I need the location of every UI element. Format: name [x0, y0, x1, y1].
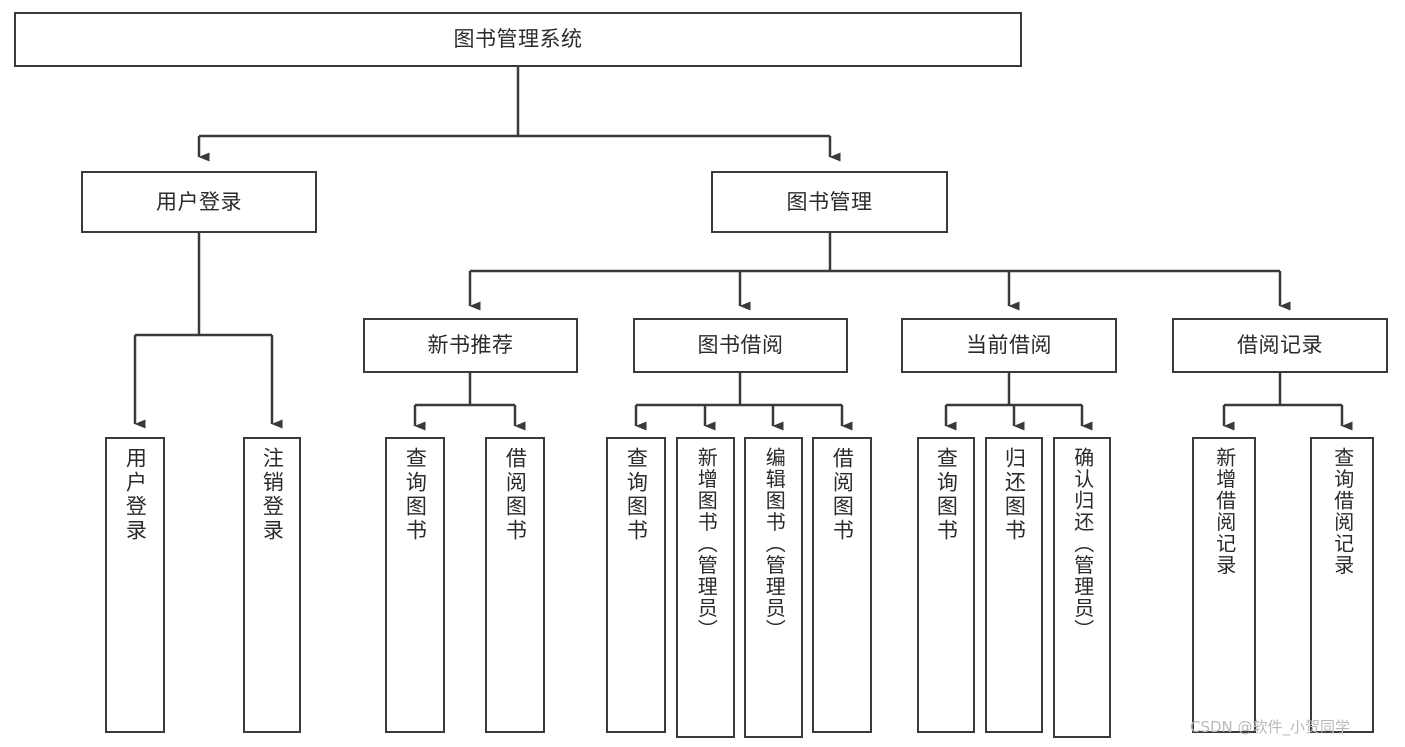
- node-book-manage[interactable]: 图书管理: [711, 171, 948, 233]
- node-leaf-confirm-return-label: 确认归还（管理员）: [1070, 447, 1095, 641]
- node-book-borrow-label: 图书借阅: [697, 333, 784, 357]
- node-current-borrow-label: 当前借阅: [966, 333, 1052, 357]
- node-leaf-confirm-return[interactable]: 确认归还（管理员）: [1053, 437, 1111, 738]
- node-leaf-user-login-label: 用户登录: [123, 447, 148, 543]
- watermark-text: CSDN @软件_小贺同学: [1190, 718, 1351, 736]
- node-leaf-borrow-book-2-label: 借阅图书: [830, 447, 855, 543]
- node-leaf-logout-login[interactable]: 注销登录: [243, 437, 301, 733]
- node-root[interactable]: 图书管理系统: [14, 12, 1022, 67]
- node-leaf-borrow-book-2[interactable]: 借阅图书: [812, 437, 872, 733]
- node-leaf-add-borrow-record-label: 新增借阅记录: [1212, 447, 1237, 576]
- node-user-login[interactable]: 用户登录: [81, 171, 317, 233]
- node-root-label: 图书管理系统: [453, 27, 583, 51]
- node-leaf-user-login[interactable]: 用户登录: [105, 437, 165, 733]
- node-user-login-label: 用户登录: [156, 189, 242, 214]
- node-leaf-query-book-2[interactable]: 查询图书: [606, 437, 666, 733]
- node-book-manage-label: 图书管理: [786, 189, 873, 214]
- node-leaf-query-book-3[interactable]: 查询图书: [917, 437, 975, 733]
- node-leaf-query-book-3-label: 查询图书: [934, 447, 959, 543]
- node-leaf-add-book-label: 新增图书（管理员）: [694, 447, 719, 641]
- node-leaf-borrow-book-1-label: 借阅图书: [503, 447, 528, 543]
- node-leaf-edit-book-label: 编辑图书（管理员）: [762, 447, 787, 641]
- node-borrow-record[interactable]: 借阅记录: [1172, 318, 1388, 373]
- node-borrow-record-label: 借阅记录: [1237, 333, 1323, 357]
- node-leaf-add-book[interactable]: 新增图书（管理员）: [676, 437, 735, 738]
- node-leaf-query-book-1-label: 查询图书: [403, 447, 428, 543]
- node-leaf-query-borrow-record[interactable]: 查询借阅记录: [1310, 437, 1374, 733]
- node-leaf-query-book-2-label: 查询图书: [624, 447, 649, 543]
- node-leaf-logout-login-label: 注销登录: [260, 447, 285, 543]
- node-leaf-edit-book[interactable]: 编辑图书（管理员）: [744, 437, 803, 738]
- node-leaf-return-book[interactable]: 归还图书: [985, 437, 1043, 733]
- node-current-borrow[interactable]: 当前借阅: [901, 318, 1117, 373]
- node-leaf-query-book-1[interactable]: 查询图书: [385, 437, 445, 733]
- node-book-borrow[interactable]: 图书借阅: [633, 318, 848, 373]
- node-leaf-borrow-book-1[interactable]: 借阅图书: [485, 437, 545, 733]
- node-leaf-query-borrow-record-label: 查询借阅记录: [1330, 447, 1355, 576]
- node-leaf-return-book-label: 归还图书: [1002, 447, 1027, 543]
- node-new-book-recommend[interactable]: 新书推荐: [363, 318, 578, 373]
- node-new-book-recommend-label: 新书推荐: [427, 333, 514, 357]
- node-leaf-add-borrow-record[interactable]: 新增借阅记录: [1192, 437, 1256, 733]
